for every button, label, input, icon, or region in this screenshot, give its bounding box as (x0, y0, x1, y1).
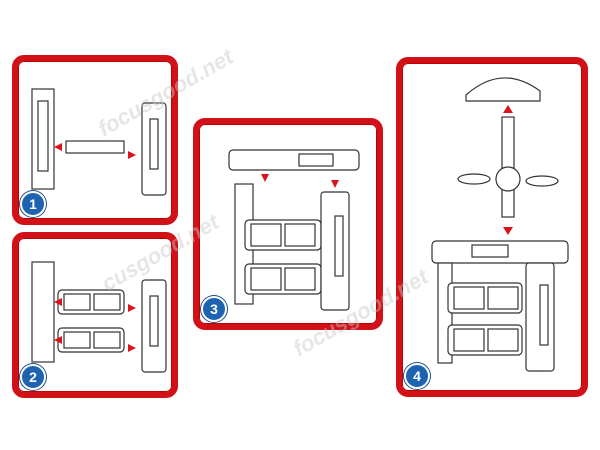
step-4-panel: 4 (396, 57, 588, 397)
step-2-panel: 2 (12, 232, 178, 398)
step-4-illustration (431, 77, 569, 372)
step-2-illustration (31, 261, 167, 373)
step-3-panel: 3 (193, 118, 383, 330)
step-3-badge: 3 (201, 296, 227, 322)
step-1-panel: 1 (12, 55, 178, 225)
step-1-badge: 1 (20, 191, 46, 217)
step-1-illustration (31, 88, 167, 196)
step-4-badge: 4 (404, 363, 430, 389)
step-3-illustration (228, 149, 360, 311)
step-2-badge: 2 (20, 364, 46, 390)
